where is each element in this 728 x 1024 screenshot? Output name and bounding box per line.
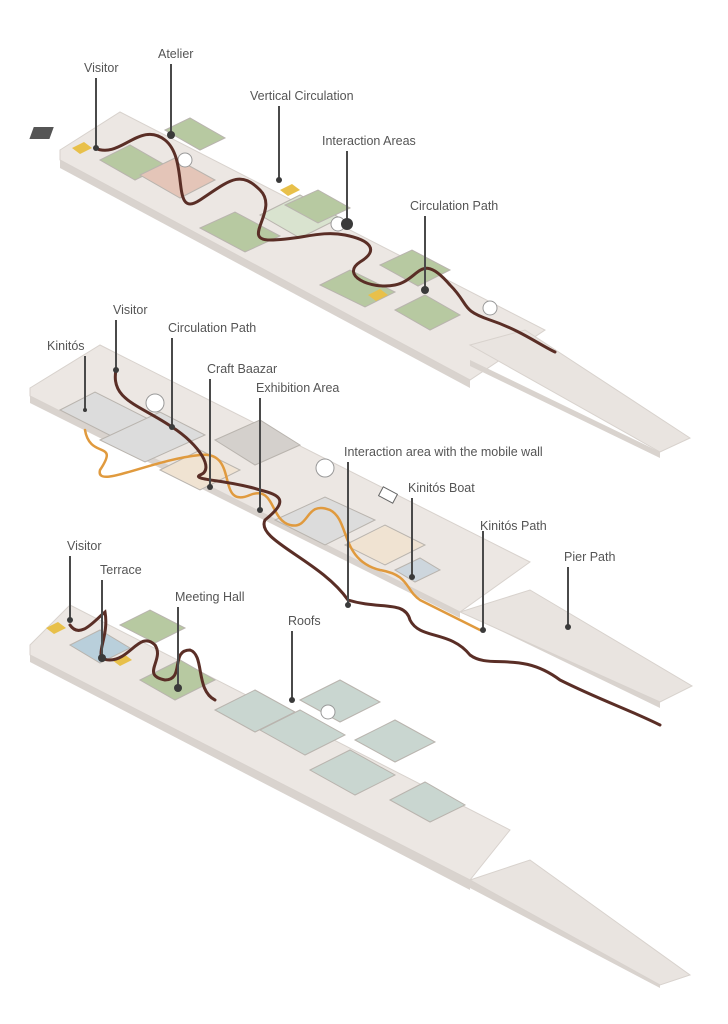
roof-labels: Visitor Terrace Meeting Hall Roofs: [67, 539, 321, 703]
label-kinitos: Kinitós: [47, 339, 85, 353]
roof-level-pier: [468, 859, 692, 986]
label-roofs: Roofs: [288, 614, 321, 628]
label-vertical-circulation: Vertical Circulation: [250, 89, 354, 103]
label-circulation-path: Circulation Path: [168, 321, 256, 335]
roof-level-model: [29, 604, 692, 988]
label-interaction-area-mobile-wall: Interaction area with the mobile wall: [344, 445, 543, 459]
upper-labels: Visitor Atelier Vertical Circulation Int…: [84, 47, 498, 294]
label-circulation-path: Circulation Path: [410, 199, 498, 213]
roof-level-slab: [29, 604, 511, 881]
label-visitor: Visitor: [67, 539, 102, 553]
ground-level-pier: [458, 589, 694, 703]
label-atelier: Atelier: [158, 47, 193, 61]
roof-circulation-path: [68, 609, 217, 702]
label-visitor: Visitor: [113, 303, 148, 317]
label-exhibition-area: Exhibition Area: [256, 381, 339, 395]
label-craft-baazar: Craft Baazar: [207, 362, 277, 376]
upper-circulation-path: [93, 132, 557, 354]
label-interaction-areas: Interaction Areas: [322, 134, 416, 148]
roof-blocks: [46, 609, 467, 823]
label-kinitos-path: Kinitós Path: [480, 519, 547, 533]
label-pier-path: Pier Path: [564, 550, 615, 564]
upper-level-pier: [468, 329, 692, 453]
kinitos-path: [83, 428, 482, 632]
ground-labels: Visitor Kinitós Circulation Path Craft B…: [47, 303, 615, 633]
ground-level-model: [29, 344, 694, 727]
upper-rooms: [29, 117, 498, 331]
upper-level-model: [29, 111, 692, 458]
label-kinitos-boat: Kinitós Boat: [408, 481, 475, 495]
ground-circulation-path: [113, 368, 662, 727]
label-meeting-hall: Meeting Hall: [175, 590, 244, 604]
label-terrace: Terrace: [100, 563, 142, 577]
label-visitor: Visitor: [84, 61, 119, 75]
